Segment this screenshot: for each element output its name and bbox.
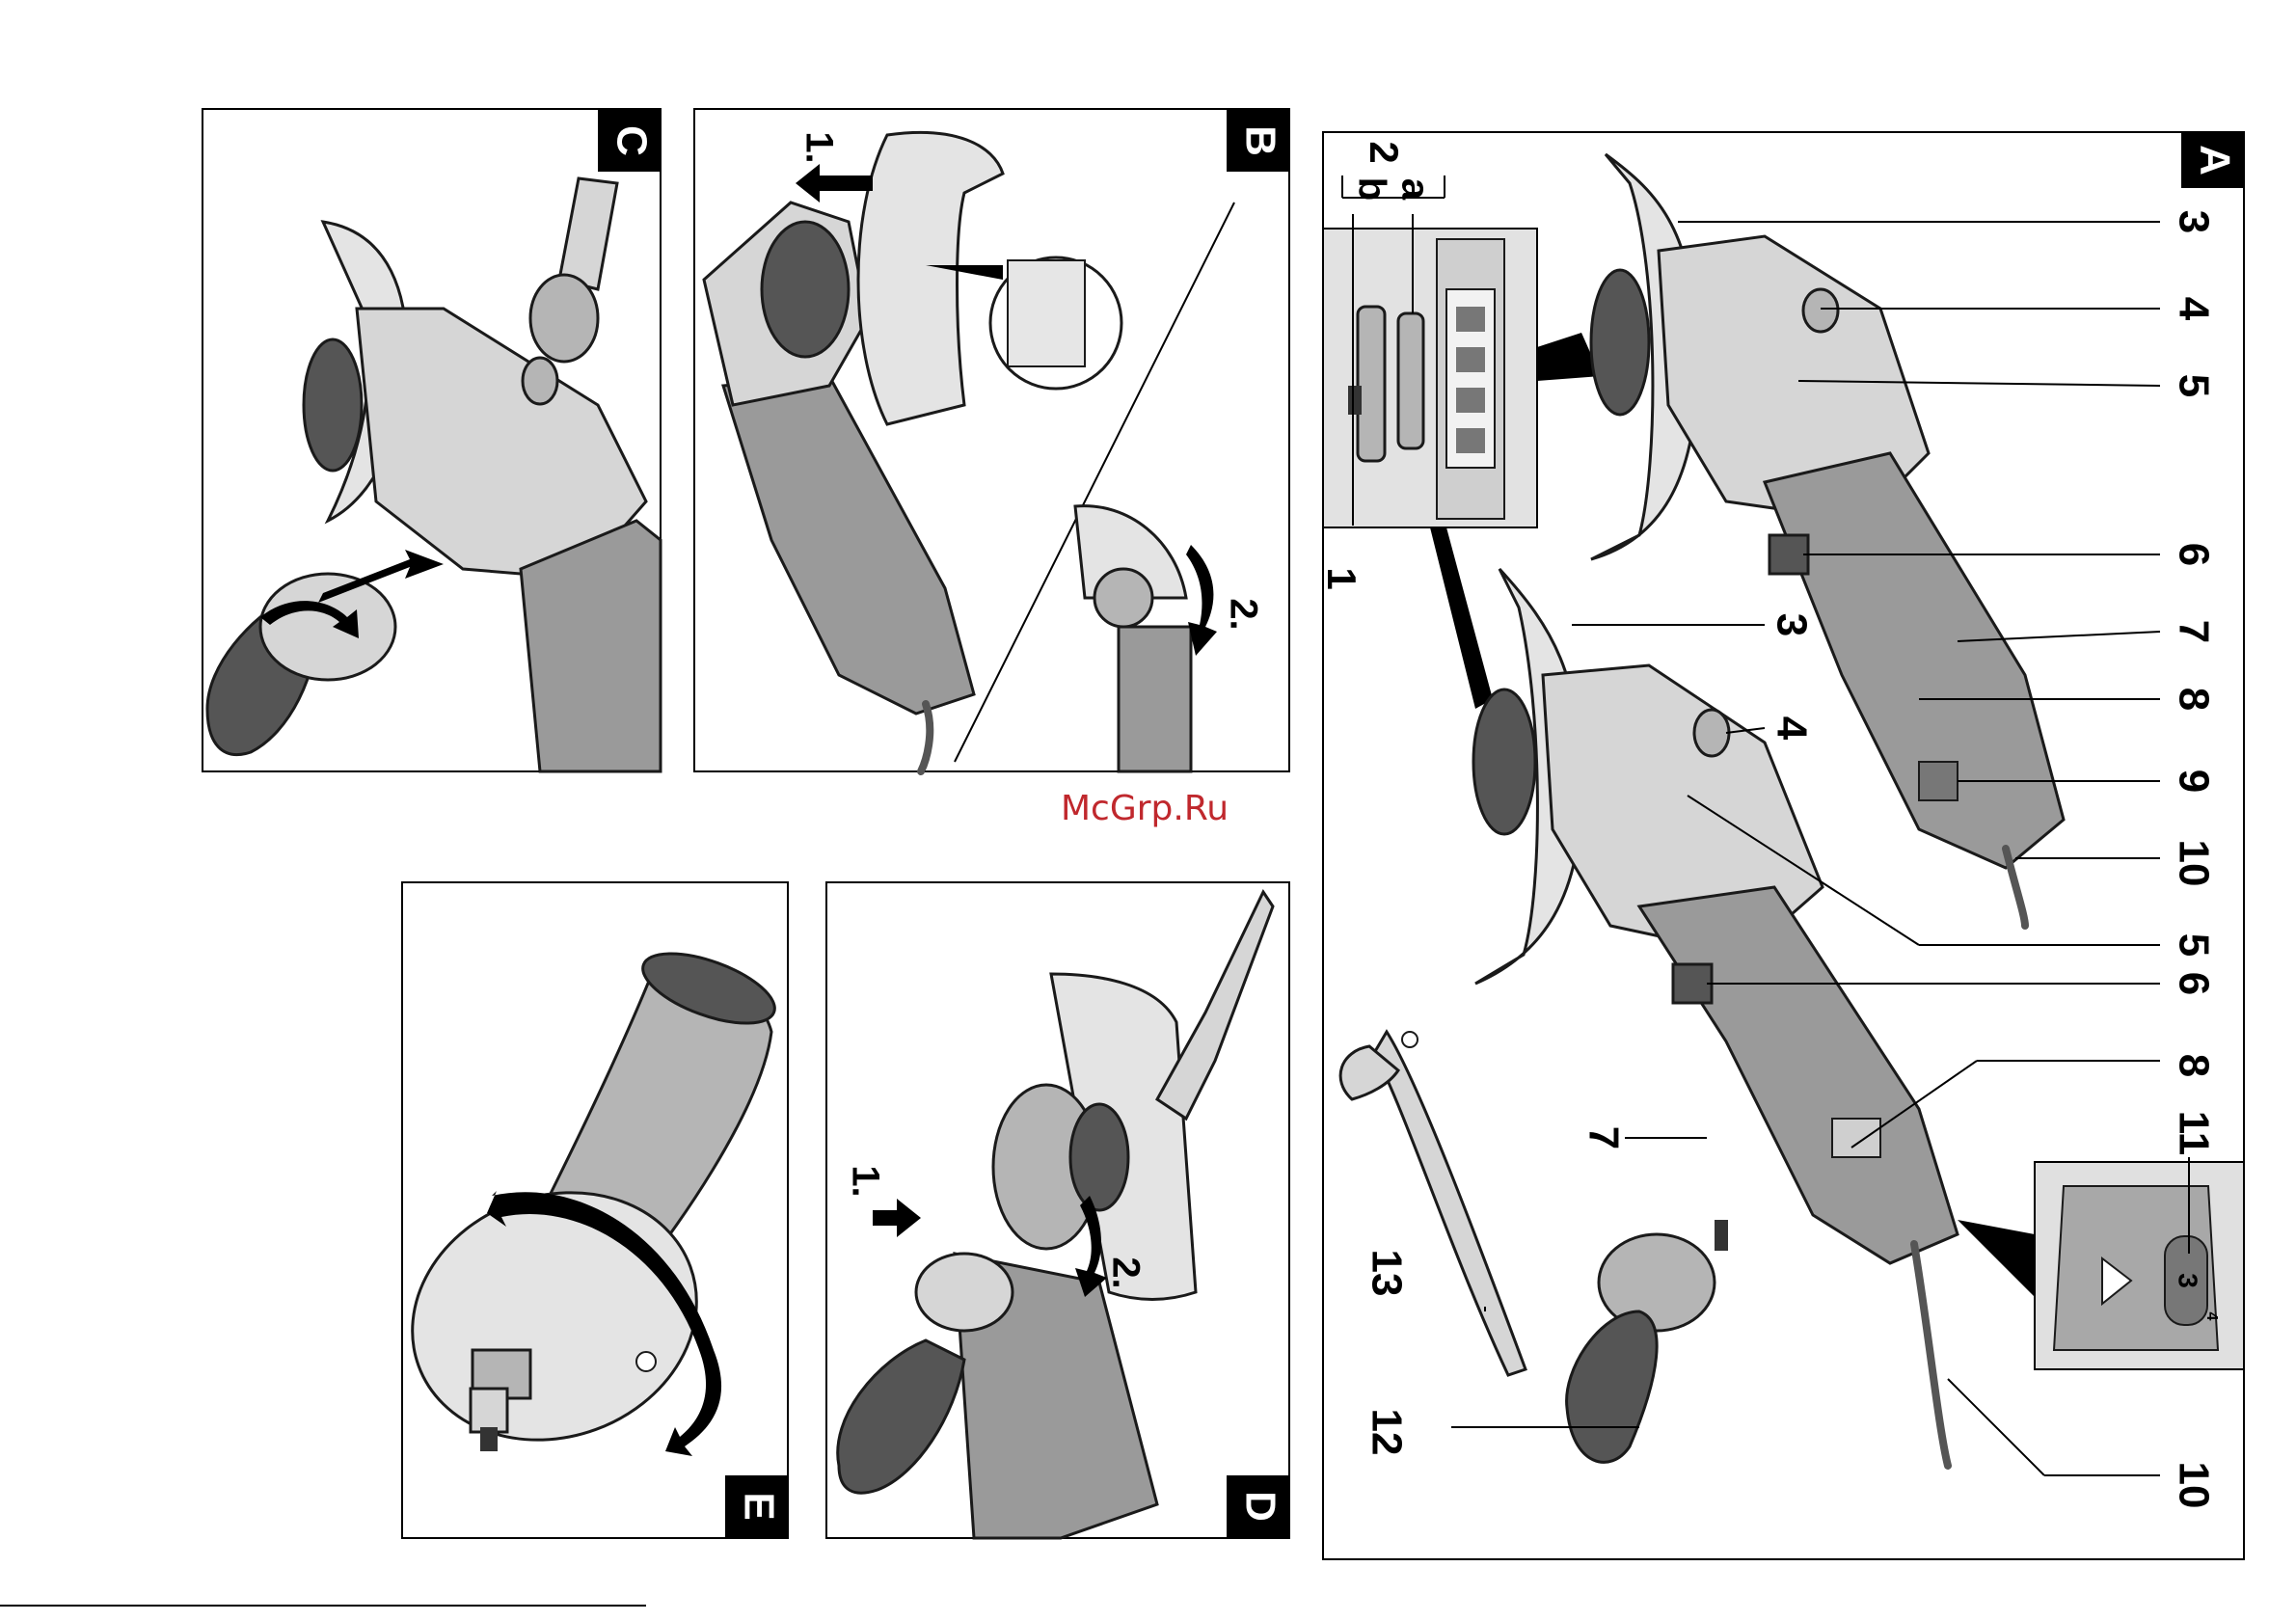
step-b1: 1. xyxy=(797,131,840,163)
label-3-lower: 3 xyxy=(1768,613,1815,636)
step-b2: 2. xyxy=(1222,598,1264,630)
label-4: 4 xyxy=(2170,297,2217,321)
panel-e-letter: E xyxy=(735,1492,782,1520)
label-1: 1 xyxy=(1319,567,1364,589)
panel-a-letter: A xyxy=(2191,145,2238,176)
panel-e: E xyxy=(377,882,788,1538)
label-13: 13 xyxy=(1363,1250,1410,1297)
panel-d-letter: D xyxy=(1236,1491,1283,1522)
panel-c-letter: C xyxy=(608,125,655,156)
label-b: b xyxy=(1350,177,1392,201)
label-10-lower: 10 xyxy=(2170,1462,2217,1509)
label-12: 12 xyxy=(1363,1409,1410,1456)
label-10-upper: 10 xyxy=(2170,840,2217,887)
step-d2: 2. xyxy=(1104,1256,1147,1288)
label-9: 9 xyxy=(2170,770,2217,793)
speed-dial-number-small: 4 xyxy=(2203,1312,2220,1321)
speed-dial-number: 3 xyxy=(2174,1273,2203,1288)
label-a: a xyxy=(1393,178,1436,201)
label-8: 8 xyxy=(2170,688,2217,711)
label-3: 3 xyxy=(2170,210,2217,233)
label-8-lower: 8 xyxy=(2170,1054,2217,1077)
label-11: 11 xyxy=(2170,1111,2217,1156)
label-6-lower: 6 xyxy=(2170,972,2217,995)
label-5: 5 xyxy=(2170,374,2217,397)
label-7-lower: 7 xyxy=(1580,1126,1627,1149)
label-6: 6 xyxy=(2170,543,2217,566)
label-4-lower: 4 xyxy=(1768,716,1815,741)
watermark-text: McGrp.Ru xyxy=(1061,789,1229,828)
panel-a: A xyxy=(1319,132,2244,1559)
label-5-lower: 5 xyxy=(2170,933,2217,957)
label-2: 2 xyxy=(1362,141,1407,163)
label-7: 7 xyxy=(2170,620,2217,643)
panel-c: C xyxy=(203,109,661,771)
step-d1: 1. xyxy=(844,1165,886,1197)
panel-d: D 1. 2. xyxy=(826,882,1289,1538)
panel-b: B 1. 2. xyxy=(694,109,1289,771)
panel-b-letter: B xyxy=(1236,125,1283,156)
